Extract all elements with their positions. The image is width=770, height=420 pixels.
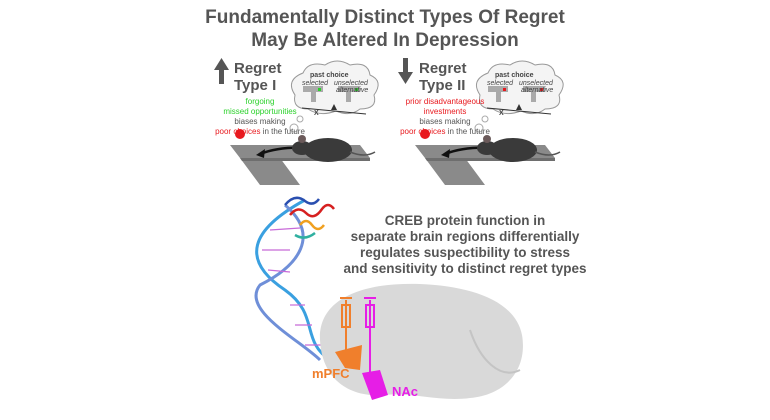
regret-type-i-description: forgoing missed opportunities biases mak… <box>215 97 305 136</box>
nac-label: NAc <box>392 384 419 399</box>
cloud-title: past choice <box>495 72 534 79</box>
cloud-x-mark: X <box>314 110 319 117</box>
cloud-title: past choice <box>310 72 349 79</box>
regret-type-ii-description: prior disadvantageous investments biases… <box>400 97 490 136</box>
magenta-syringe-icon <box>364 297 376 375</box>
cloud-unselected: unselected <box>334 80 368 87</box>
page-title: Fundamentally Distinct Types Of Regret M… <box>205 7 565 51</box>
regret-type-i-heading: Regret Type I <box>234 60 282 94</box>
cloud-unselected: unselected <box>519 80 553 87</box>
mpfc-label: mPFC <box>312 366 350 381</box>
creb-protein-icon <box>284 196 335 239</box>
regret-type-ii-heading: Regret Type II <box>419 60 467 94</box>
cloud-alternative: alternative <box>521 87 554 94</box>
cloud-selected: selected <box>487 80 514 87</box>
orange-syringe-icon <box>340 297 352 350</box>
mpfc-region <box>335 345 362 370</box>
up-arrow-icon <box>214 58 229 84</box>
nac-region <box>362 370 388 400</box>
brain-icon <box>319 283 523 399</box>
dna-helix-icon <box>254 198 331 362</box>
cloud-x-mark: X <box>499 110 504 117</box>
down-arrow-icon <box>398 58 413 84</box>
cloud-alternative: alternative <box>336 87 369 94</box>
cloud-selected: selected <box>302 80 329 87</box>
creb-caption: CREB protein function in separate brain … <box>343 213 587 276</box>
